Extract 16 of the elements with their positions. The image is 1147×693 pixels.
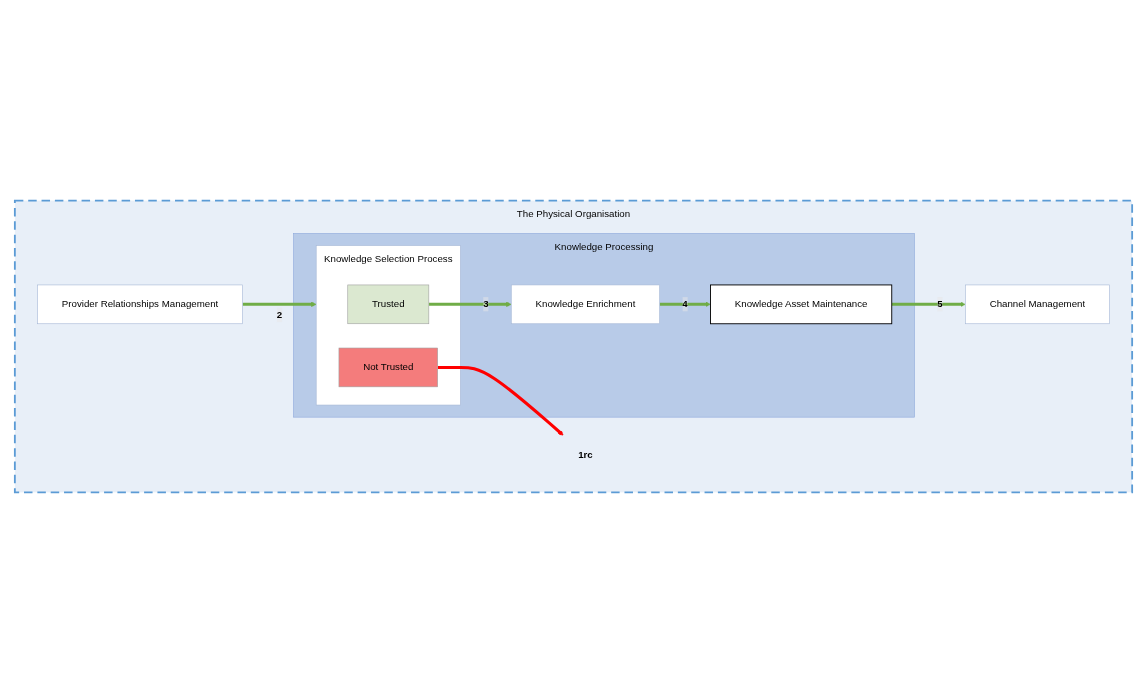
node-box: Not Trusted	[338, 347, 438, 388]
node-text: 1rc	[578, 449, 593, 460]
node-box: Knowledge Asset Maintenance	[710, 284, 893, 325]
edge-label: 3	[483, 298, 489, 310]
arrow	[891, 301, 966, 307]
edge-label: 5	[937, 298, 943, 310]
arrow	[659, 301, 711, 307]
node-box: Provider Relationships Management	[37, 284, 243, 325]
node-box: Channel Management	[965, 284, 1110, 325]
edge-label: 4	[682, 298, 688, 310]
node-box: Knowledge Enrichment	[510, 284, 660, 325]
edge-label: 2	[276, 309, 283, 320]
node-box: Trusted	[347, 284, 430, 325]
arrow	[242, 301, 317, 307]
arrow	[437, 365, 564, 436]
arrow	[428, 301, 512, 307]
